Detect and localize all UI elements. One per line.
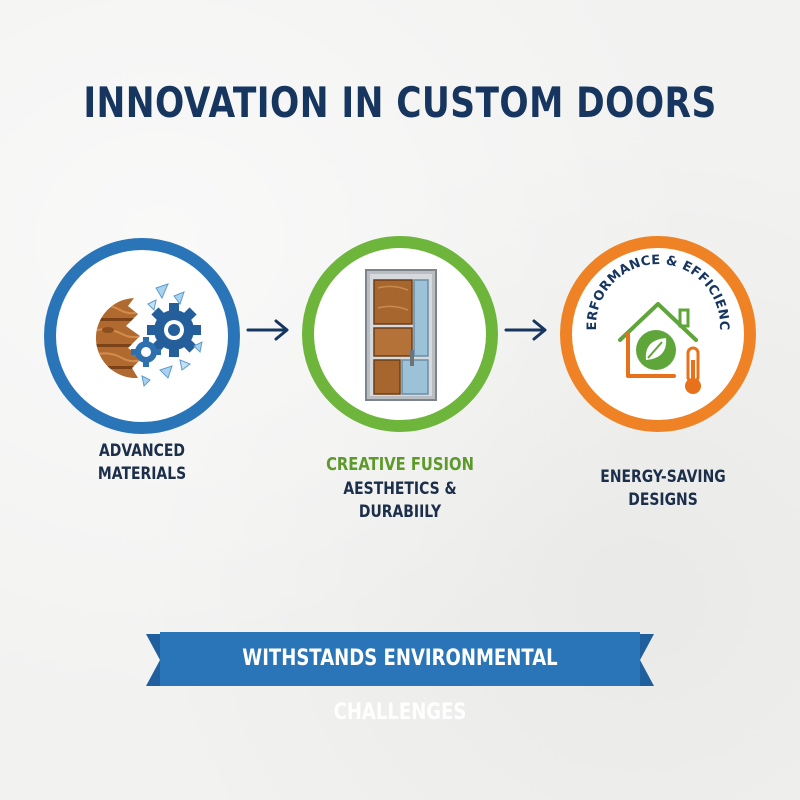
step-title-fusion: CREATIVE FUSION <box>326 454 474 475</box>
arc-label: PERFORMANCE & EFFICIENCY <box>572 248 731 331</box>
arrow-right-icon <box>246 319 289 341</box>
banner-text: WITHSTANDS ENVIRONMENTAL CHALLENGES <box>242 646 558 725</box>
materials-circle <box>44 238 240 434</box>
arrow-right-icon <box>504 319 547 341</box>
eco-house-icon: PERFORMANCE & EFFICIENCY <box>572 248 731 394</box>
page-title: INNOVATION IN CUSTOM DOORS <box>83 78 717 127</box>
efficiency-circle: PERFORMANCE & EFFICIENCY <box>560 236 756 432</box>
step-subtitle-fusion: AESTHETICS & DURABIILY <box>343 479 457 522</box>
step-label-energy: ENERGY-SAVING DESIGNS <box>600 467 726 510</box>
wood-gear-icon <box>95 283 203 388</box>
step-label-materials: ADVANCED MATERIALS <box>97 441 187 484</box>
ribbon-banner <box>146 632 654 686</box>
fusion-circle <box>302 236 498 432</box>
door-icon <box>365 269 437 401</box>
